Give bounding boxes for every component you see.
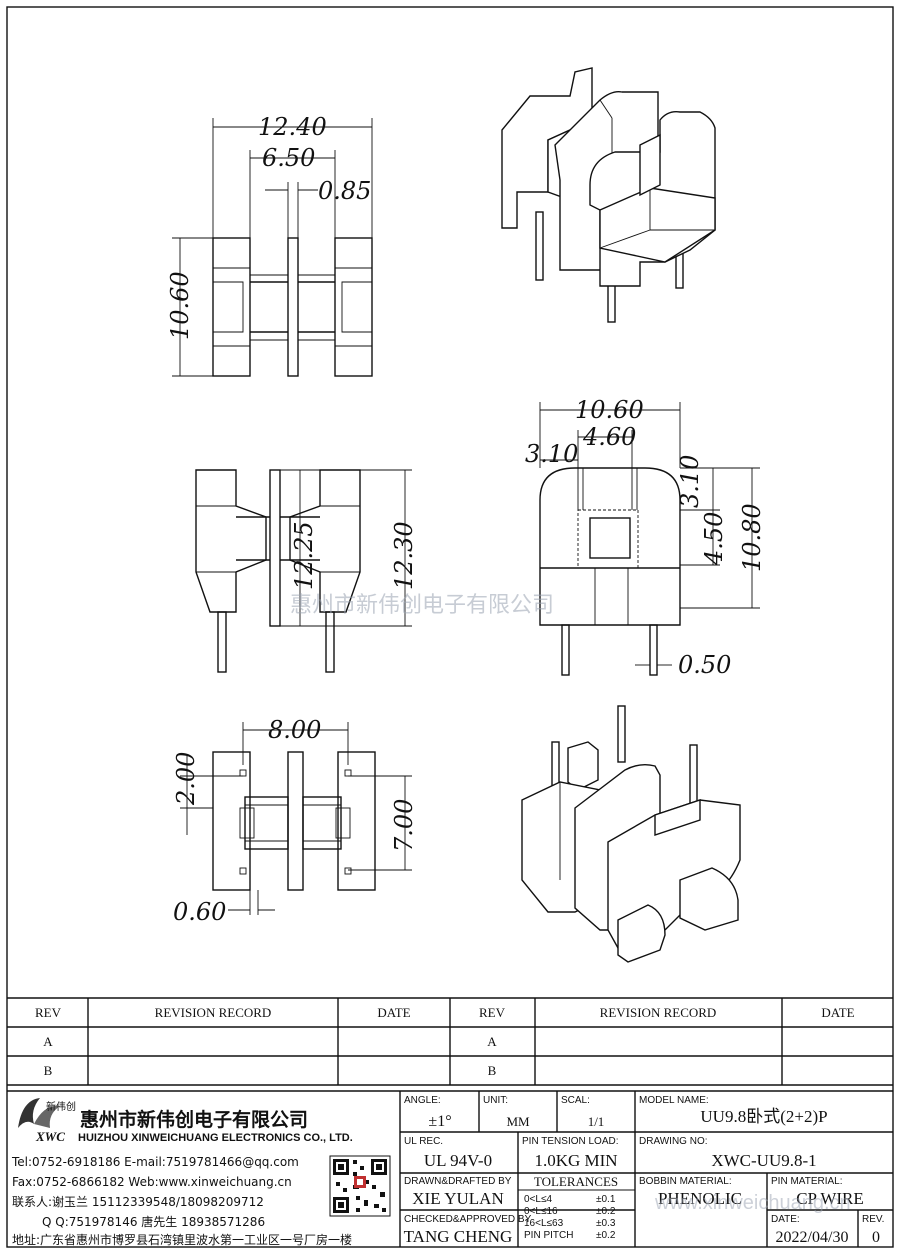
tolerances-label: TOLERANCES xyxy=(534,1174,618,1189)
tol-range-4: PIN PITCH xyxy=(524,1230,573,1241)
isometric-view-top xyxy=(501,67,716,323)
unit-value: MM xyxy=(506,1114,530,1129)
company-name-cn: 惠州市新伟创电子有限公司 xyxy=(80,1108,308,1131)
dim-pin-dia: 0.50 xyxy=(678,651,731,679)
rev-header-2: REV xyxy=(479,1005,506,1020)
model-name-label: MODEL NAME: xyxy=(639,1095,709,1106)
revision-record-header-1: REVISION RECORD xyxy=(155,1005,272,1020)
rev-row-b-right: B xyxy=(488,1063,497,1078)
revision-table xyxy=(7,998,893,1092)
dim-top-width: 12.40 xyxy=(258,113,327,141)
company-address: 地址:广东省惠州市博罗县石湾镇里波水第一工业区一号厂房一楼 xyxy=(12,1232,352,1247)
title-block-grid xyxy=(399,1091,893,1247)
ul-rec-label: UL REC. xyxy=(404,1136,443,1147)
qr-code xyxy=(329,1155,391,1217)
pin-tension-value: 1.0KG MIN xyxy=(534,1151,617,1170)
dim-front-width: 10.60 xyxy=(575,396,644,424)
logo-cn: 新伟创 xyxy=(46,1100,76,1113)
drawn-by-value: XIE YULAN xyxy=(412,1189,503,1208)
front-view xyxy=(539,402,760,676)
tol-value-3: ±0.3 xyxy=(596,1218,616,1229)
dim-bottom-pitch: 7.00 xyxy=(390,799,418,852)
checked-by-label: CHECKED&APPROVED BY xyxy=(404,1214,532,1225)
company-tel-email: Tel:0752-6918186 E-mail:7519781466@qq.co… xyxy=(11,1155,299,1169)
side-view xyxy=(195,469,412,673)
rev-row-a-right: A xyxy=(487,1034,497,1049)
tol-range-3: 16<L≤63 xyxy=(524,1218,564,1229)
revision-record-header-2: REVISION RECORD xyxy=(600,1005,717,1020)
rev-value: 0 xyxy=(872,1229,880,1246)
bobbin-material-value: PHENOLIC xyxy=(658,1189,742,1208)
date-header-1: DATE xyxy=(377,1005,410,1020)
dim-top-height: 10.60 xyxy=(166,271,194,340)
rev-label: REV. xyxy=(862,1214,884,1225)
watermark-cn: 惠州市新伟创电子有限公司 xyxy=(290,593,554,618)
company-logo xyxy=(18,1098,60,1128)
angle-label: ANGLE: xyxy=(404,1095,441,1106)
scale-label: SCAL: xyxy=(561,1095,590,1106)
dim-bottom-width: 8.00 xyxy=(268,716,321,744)
company-qq: Q Q:751978146 唐先生 18938571286 xyxy=(42,1214,265,1229)
unit-label: UNIT: xyxy=(483,1095,508,1106)
company-fax-web: Fax:0752-6866182 Web:www.xinweichuang.cn xyxy=(12,1175,292,1189)
watermark-url: www.xinweichuang.cn xyxy=(654,1192,851,1214)
logo-text: XWC xyxy=(35,1129,65,1144)
dim-front-left: 3.10 xyxy=(525,440,578,468)
rev-row-a-left: A xyxy=(43,1034,53,1049)
dim-front-core: 4.60 xyxy=(582,423,636,451)
drawn-by-label: DRAWN&DRAFTED BY xyxy=(404,1176,512,1187)
date-label: DATE: xyxy=(771,1214,800,1225)
pin-material-value: CP WIRE xyxy=(796,1189,864,1208)
dim-top-flange: 0.85 xyxy=(318,177,371,205)
drawing-no-value: XWC-UU9.8-1 xyxy=(711,1151,816,1170)
dim-front-top: 3.10 xyxy=(676,455,704,508)
dim-side-inner-height: 12.25 xyxy=(290,521,318,590)
angle-value: ±1° xyxy=(428,1113,451,1130)
tol-value-4: ±0.2 xyxy=(596,1230,616,1241)
top-view xyxy=(172,118,373,377)
company-contact: 联系人:谢玉兰 15112339548/18098209712 xyxy=(12,1194,264,1209)
dim-top-inner: 6.50 xyxy=(262,144,315,172)
pin-material-label: PIN MATERIAL: xyxy=(771,1176,843,1187)
rev-row-b-left: B xyxy=(44,1063,53,1078)
ul-rec-value: UL 94V-0 xyxy=(424,1151,492,1170)
company-name-en: HUIZHOU XINWEICHUANG ELECTRONICS CO., LT… xyxy=(78,1132,353,1144)
pin-tension-label: PIN TENSION LOAD: xyxy=(522,1136,619,1147)
scale-value: 1/1 xyxy=(588,1114,605,1129)
dim-bottom-offset: 2.00 xyxy=(172,752,200,806)
tol-range-2: 0<L≤16 xyxy=(524,1206,558,1217)
checked-by-value: TANG CHENG xyxy=(404,1227,513,1246)
drawing-no-label: DRAWING NO: xyxy=(639,1136,708,1147)
isometric-view-bottom xyxy=(521,705,741,963)
date-header-2: DATE xyxy=(821,1005,854,1020)
dim-front-window: 4.50 xyxy=(700,512,728,566)
rev-header-1: REV xyxy=(35,1005,62,1020)
tol-range-1: 0<L≤4 xyxy=(524,1194,552,1205)
bobbin-material-label: BOBBIN MATERIAL: xyxy=(639,1176,732,1187)
tol-value-1: ±0.1 xyxy=(596,1194,616,1205)
dim-front-height: 10.80 xyxy=(738,503,766,572)
dim-bottom-pin: 0.60 xyxy=(173,898,226,926)
sheet-border xyxy=(6,6,894,1248)
date-value: 2022/04/30 xyxy=(776,1229,849,1246)
bottom-view xyxy=(180,722,412,915)
model-name-value: UU9.8卧式(2+2)P xyxy=(700,1107,827,1126)
dim-side-height: 12.30 xyxy=(390,521,418,590)
tol-value-2: ±0.2 xyxy=(596,1206,616,1217)
